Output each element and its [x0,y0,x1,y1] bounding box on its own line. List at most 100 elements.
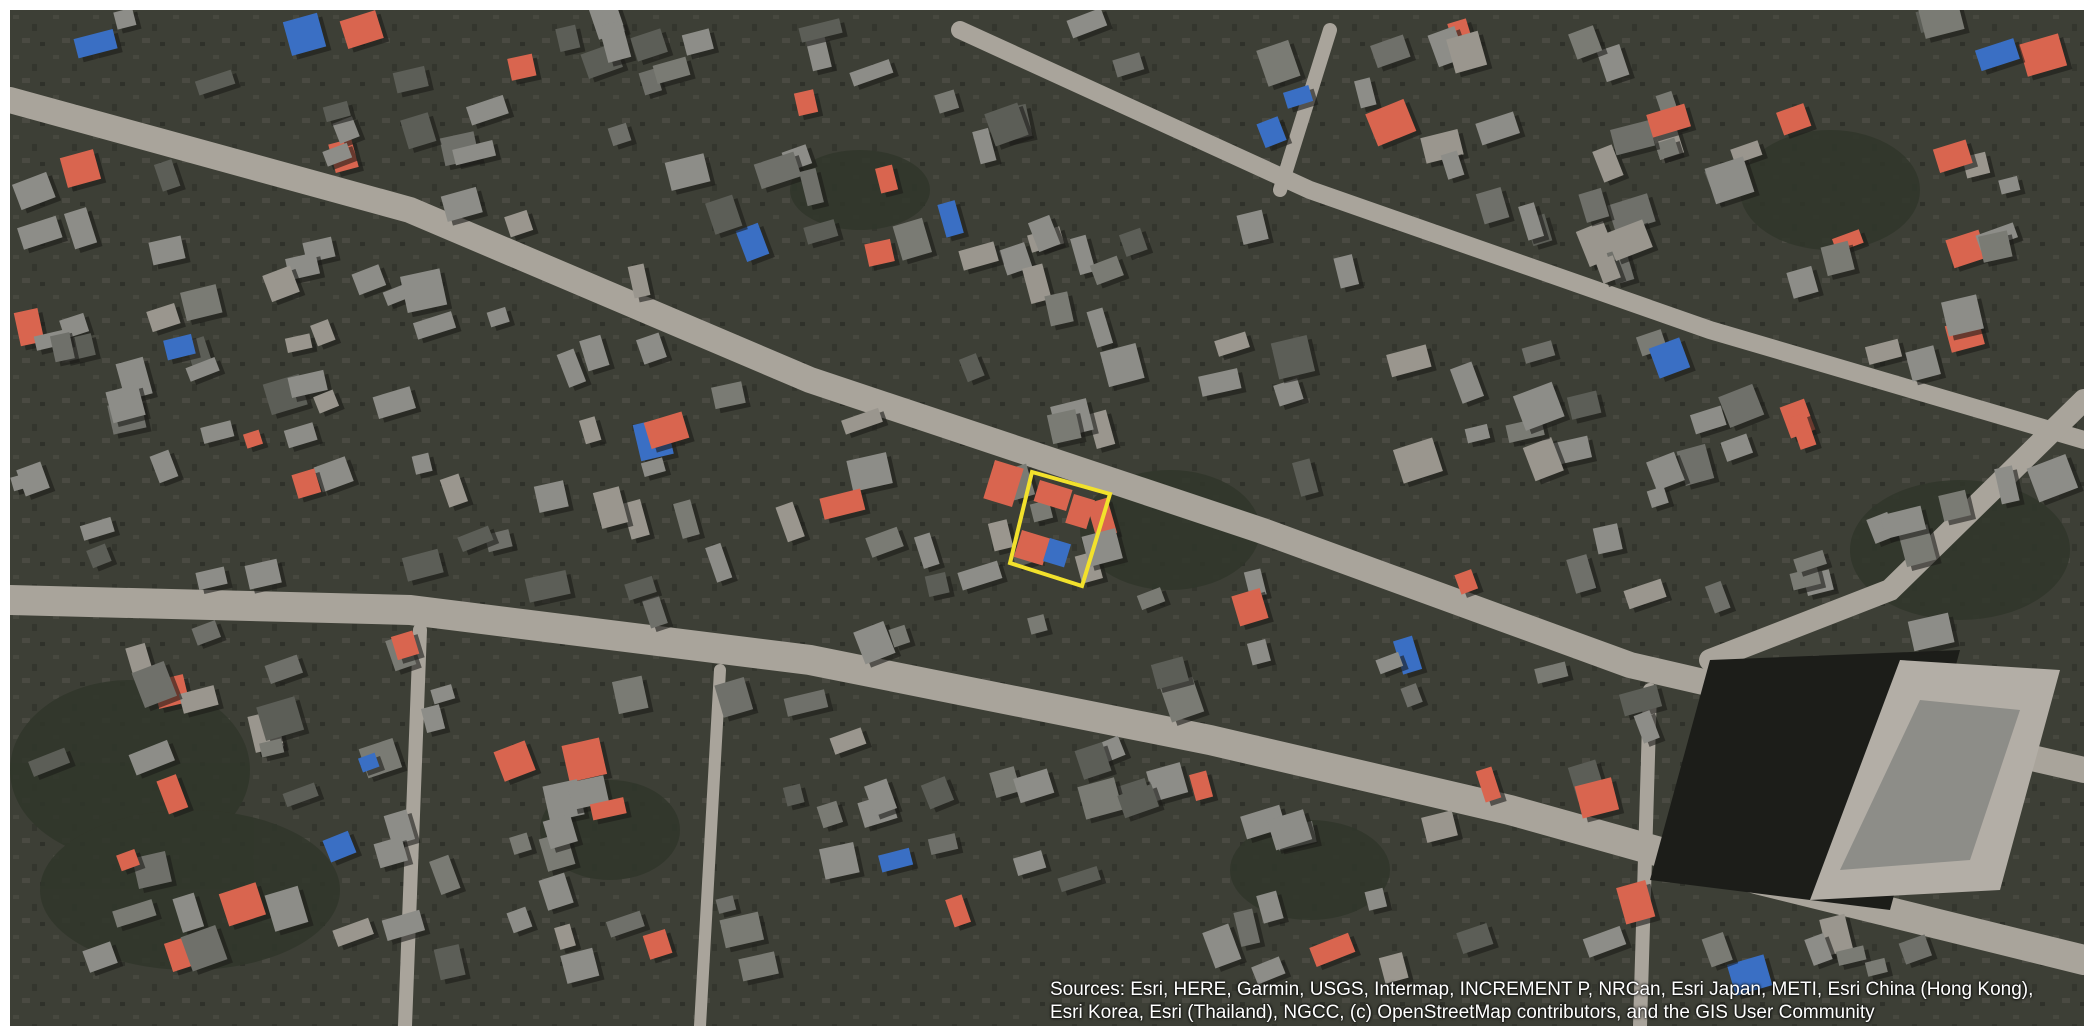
building-roof [1065,494,1096,530]
building-roof [738,951,779,982]
satellite-map[interactable]: Sources: Esri, HERE, Garmin, USGS, Inter… [10,10,2084,1026]
building-roof [803,219,839,245]
building-roof [400,112,437,150]
building-roof [1654,137,1680,160]
building-roof [998,242,1033,276]
building-roof [185,357,220,382]
building-roof [798,18,843,43]
building-roof [1566,390,1602,420]
building-roof [283,422,318,449]
building-roof [673,499,700,539]
building-roof [560,947,600,984]
building-roof [1718,383,1765,428]
building-roof [589,797,627,821]
building-roof [945,894,971,928]
building-roof [987,519,1014,552]
building-roof [1086,307,1114,348]
building-roof [282,12,327,56]
building-roof [1057,866,1101,893]
building-roof [322,100,351,123]
building-roof [264,654,304,685]
building-roof [1689,405,1727,435]
building-roof [934,89,960,114]
building-roof [864,238,895,267]
building-roof [705,542,733,583]
building-roof [194,69,236,96]
building-roof [1449,361,1485,404]
building-roof [332,917,374,947]
building-roof [1835,945,1867,966]
building-roof [1136,587,1166,611]
building-roof [399,268,448,314]
building-roof [507,53,537,81]
building-roof [816,800,844,829]
building-roof [1568,25,1603,60]
building-roof [1574,777,1620,819]
building-roof [1256,116,1287,149]
building-roof [200,420,235,444]
building-roof [1099,343,1145,388]
satellite-imagery [10,10,2084,1026]
building-roof [1270,334,1316,380]
building-roof [989,766,1021,799]
development-block [1650,650,2060,910]
building-roof [753,151,802,190]
building-roof [627,263,651,299]
building-roof [1938,489,1971,522]
building-roof [1918,10,1965,39]
building-roof [643,411,690,450]
building-roof [642,928,673,960]
building-roof [542,813,578,850]
building-roof [1994,465,2020,505]
building-roof [49,332,75,363]
building-roof [1029,499,1054,523]
building-roof [73,29,118,59]
building-roof [2018,33,2068,77]
building-roof [1251,956,1286,985]
building-roof [1582,925,1627,958]
building-roof [504,209,534,238]
building-roof [287,369,328,399]
building-roof [146,302,181,333]
building-roof [1013,529,1051,566]
road-south-branch [1633,683,1657,1026]
building-roof [853,620,896,665]
building-roof [1701,931,1733,968]
building-roof [1475,186,1510,225]
building-roof [592,486,629,529]
building-roof [412,311,457,340]
building-roof [920,776,955,810]
building-roof [180,284,223,322]
building-roof [457,525,494,553]
building-roof [972,127,997,165]
building-roof [493,740,536,782]
building-roof [957,560,1003,591]
building-roof [2026,454,2079,503]
building-roof [1475,766,1502,803]
building-roof [927,833,959,856]
building-roof [1793,549,1827,574]
building-roof [191,620,222,646]
building-roof [195,566,228,591]
building-roof [259,738,285,758]
building-roof [1998,175,2021,195]
building-roof [465,94,509,126]
building-roof [86,543,112,569]
building-roof [1454,569,1479,595]
building-roof [256,696,305,741]
building-roof [1022,263,1052,305]
building-roof [1365,98,1417,147]
building-roof [1646,103,1691,138]
highlighted-parcel[interactable] [1007,469,1113,589]
building-roof [113,10,137,30]
building-roof [1375,651,1404,675]
building-roof [641,595,668,629]
map-attribution: Sources: Esri, HERE, Garmin, USGS, Inter… [1050,979,2034,1023]
building-roof [1974,38,2020,72]
building-roof [351,264,387,296]
building-roof [506,906,533,934]
building-roof [875,164,899,194]
building-roof [937,200,964,238]
building-roof [1646,486,1669,508]
building-roof [636,332,667,365]
